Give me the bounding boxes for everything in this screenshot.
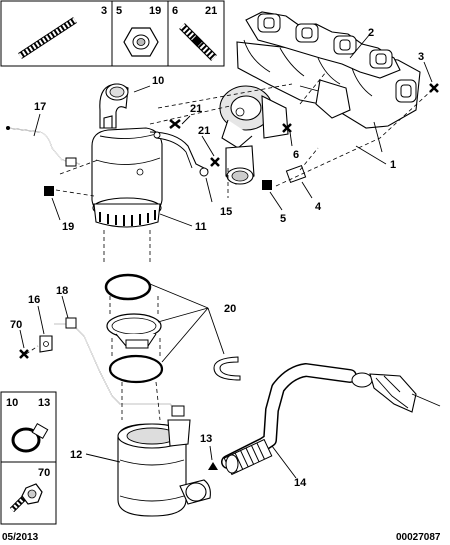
triangle-marker [208, 462, 218, 470]
legend-box-threaded-stud: 6 21 [167, 0, 225, 67]
callout-20: 20 [224, 303, 236, 315]
cross-marker [19, 349, 29, 359]
c-clip [213, 356, 241, 381]
callout-10: 10 [152, 75, 164, 87]
callout-21b: 21 [198, 125, 210, 137]
callout-4: 4 [315, 201, 322, 213]
flange-bolt-icon [9, 483, 43, 513]
gasket-ring-upper [104, 273, 152, 301]
rear-pipe-fragment [351, 372, 441, 413]
turbo-outlet-elbow [225, 145, 255, 185]
square-nut-5 [262, 180, 272, 190]
callout-18: 18 [56, 285, 68, 297]
leader-lines [19, 33, 433, 479]
cross-marker [169, 119, 181, 129]
spacer-sleeve [285, 164, 307, 184]
sensor-pipe-lower [54, 317, 185, 417]
cross-marker [210, 157, 220, 167]
callout-17: 17 [34, 101, 46, 113]
hose-clamp-icon [11, 422, 49, 453]
callout-6: 6 [293, 149, 299, 161]
turbocharger [219, 85, 289, 149]
support-bracket [149, 131, 209, 177]
square-nut-19 [44, 186, 54, 196]
stud-icon [18, 17, 77, 59]
legend-label-3: 3 [101, 5, 107, 17]
footer-date: 05/2013 [2, 532, 39, 543]
legend-box-stud: 3 [0, 0, 113, 67]
callout-3: 3 [418, 51, 424, 63]
legend-label-13: 13 [38, 397, 50, 409]
particulate-filter-upper [91, 127, 163, 228]
callout-70: 70 [10, 319, 22, 331]
inlet-elbow-upper [99, 83, 129, 129]
callout-2: 2 [368, 27, 374, 39]
exhaust-manifold [236, 11, 421, 129]
callout-19: 19 [62, 221, 74, 233]
legend-box-flange-bolt: 70 [0, 461, 57, 525]
gasket-ring-lower [108, 354, 164, 384]
legend-label-21: 21 [205, 5, 217, 17]
catalytic-converter-lower [117, 419, 191, 517]
legend-label-5: 5 [116, 5, 122, 17]
pipe-clip [39, 335, 53, 353]
callout-13: 13 [200, 433, 212, 445]
callout-15: 15 [220, 206, 232, 218]
callout-16: 16 [28, 294, 40, 306]
outlet-elbow-lower [179, 479, 211, 505]
legend-label-19: 19 [149, 5, 161, 17]
callout-11: 11 [195, 221, 207, 233]
legend-box-nut: 5 19 [111, 0, 169, 67]
legend-box-clamp: 10 13 [0, 391, 57, 463]
callout-5: 5 [280, 213, 286, 225]
legend-label-6: 6 [172, 5, 178, 17]
footer-reference: 00027087 [396, 532, 441, 543]
cross-marker [282, 123, 292, 133]
legend-label-70: 70 [38, 467, 50, 479]
clamp-collar [106, 313, 162, 349]
callout-12: 12 [70, 449, 82, 461]
callout-1: 1 [390, 159, 396, 171]
legend-label-10: 10 [6, 397, 18, 409]
callout-21a: 21 [190, 103, 202, 115]
assembly-guide-lines [25, 71, 433, 421]
flexible-front-pipe [221, 363, 357, 476]
hex-nut-icon [123, 27, 159, 57]
threaded-stud-icon [179, 23, 217, 61]
pressure-sensor-pipe [6, 126, 81, 167]
callout-14: 14 [294, 477, 307, 489]
